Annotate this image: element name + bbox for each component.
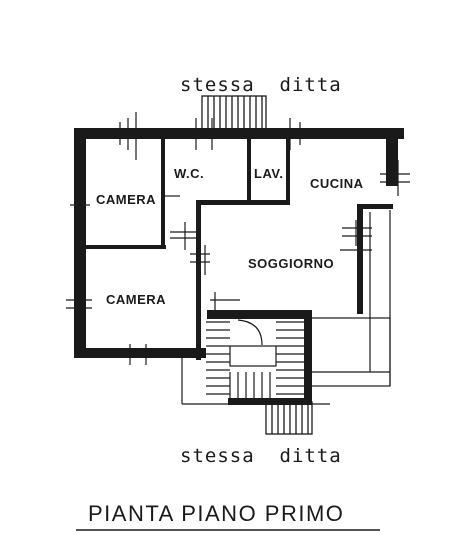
room-label-cucina: CUCINA <box>310 176 364 191</box>
thin-lines <box>66 112 410 405</box>
room-label-soggiorno: SOGGIORNO <box>248 256 334 271</box>
bottom-stair <box>265 401 313 435</box>
top-neighbor-label: stessa ditta <box>180 74 342 96</box>
room-label-camera-bottom: CAMERA <box>106 292 166 307</box>
internal-stair <box>206 321 304 398</box>
plan-caption: PIANTA PIANO PRIMO <box>88 501 344 526</box>
bottom-neighbor-label: stessa ditta <box>180 445 342 467</box>
room-label-wc: W.C. <box>174 166 204 181</box>
room-label-camera-top: CAMERA <box>96 192 156 207</box>
walls <box>74 128 404 405</box>
room-label-lav: LAV. <box>254 166 283 181</box>
